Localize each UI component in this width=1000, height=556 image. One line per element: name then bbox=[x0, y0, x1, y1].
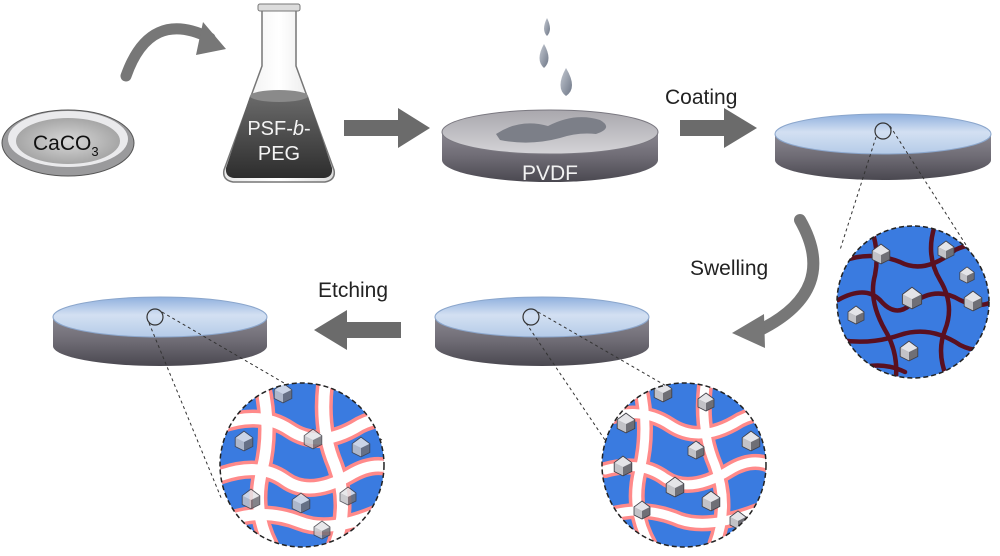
zoom-circle-etched bbox=[219, 382, 385, 548]
caco3-dish: CaCO3 bbox=[1, 109, 135, 177]
droplet-icon bbox=[539, 18, 572, 96]
coating-label: Coating bbox=[665, 86, 737, 109]
magnifier-circle-icon bbox=[522, 308, 540, 326]
pvdf-disc: PVDF bbox=[441, 109, 659, 185]
straight-arrow-icon bbox=[344, 108, 430, 148]
flask-label-line1: PSF-b- bbox=[247, 118, 310, 140]
swelling-label: Swelling bbox=[690, 257, 768, 280]
swollen-disc bbox=[434, 296, 650, 366]
zoom-circle-coated bbox=[836, 225, 990, 379]
straight-arrow-icon bbox=[680, 108, 757, 148]
pvdf-label: PVDF bbox=[522, 162, 578, 185]
coated-disc bbox=[774, 113, 992, 180]
magnifier-circle-icon bbox=[146, 308, 164, 326]
etching-label: Etching bbox=[318, 279, 388, 302]
curved-arrow-icon bbox=[120, 22, 226, 82]
zoom-lines bbox=[839, 125, 983, 271]
caco3-label: CaCO3 bbox=[33, 132, 99, 159]
magnifier-circle-icon bbox=[874, 122, 892, 140]
etched-disc bbox=[52, 296, 268, 366]
zoom-lines bbox=[525, 311, 761, 441]
zoom-circle-swollen bbox=[601, 382, 767, 548]
flask-label-line2: PEG bbox=[258, 143, 300, 165]
curved-arrow-icon bbox=[732, 214, 820, 348]
flask: PSF-b- PEG bbox=[222, 3, 336, 183]
straight-arrow-icon bbox=[314, 310, 401, 350]
